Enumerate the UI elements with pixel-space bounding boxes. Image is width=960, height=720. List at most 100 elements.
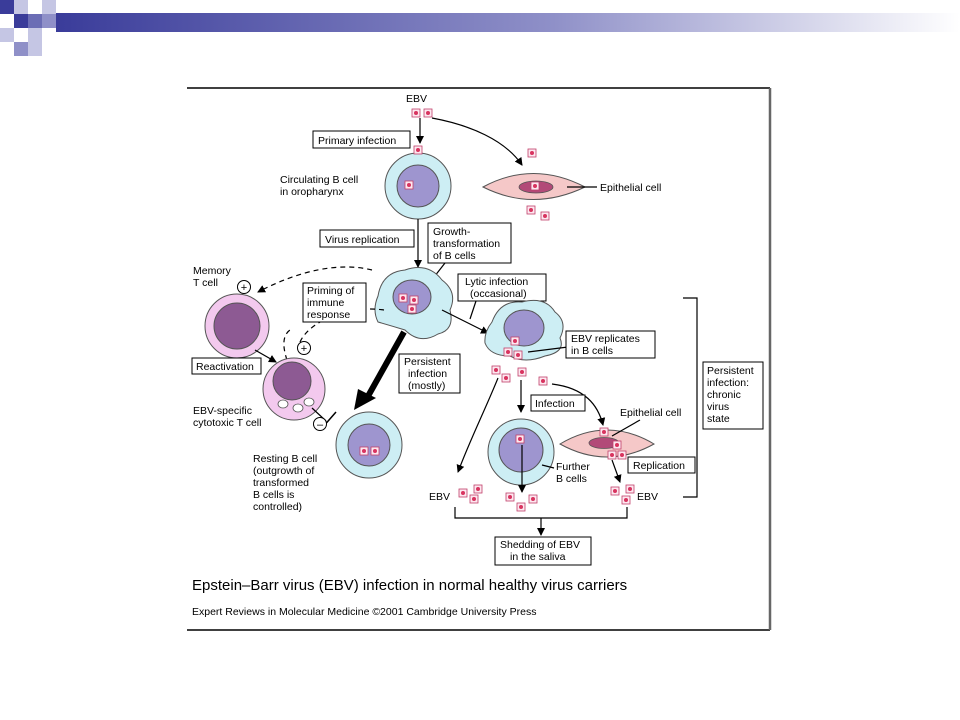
figure-caption-title: Epstein–Barr virus (EBV) infection in no… (192, 577, 627, 594)
virus-replication-box (319, 229, 415, 248)
ebv-virion-icon (527, 148, 537, 158)
priming-label-1: Priming of (307, 285, 354, 297)
ebv-virion-icon (607, 450, 617, 460)
persistent-label-1: Persistent (404, 356, 451, 368)
slide-header-bar (0, 0, 960, 56)
persistent-infection-box (398, 353, 461, 394)
ebv-virion-icon (501, 373, 511, 383)
shedding-box (494, 536, 592, 566)
ebv-virion-icon (612, 440, 622, 450)
minus-sign-icon: – (313, 417, 327, 431)
arrow-to-epithelial (431, 117, 523, 166)
ebv-virion-icon (404, 180, 414, 190)
cytotoxic-label-1: EBV-specific (193, 405, 252, 417)
priming-label-2: immune (307, 297, 345, 309)
reactivation-label: Reactivation (196, 361, 254, 373)
ebv-virion-icon (473, 484, 483, 494)
header-squares-decoration (0, 0, 56, 56)
arrow-reactivation (254, 349, 277, 363)
header-gradient-band (56, 13, 960, 32)
ebv-virion-icon (423, 108, 433, 118)
infection-label: Infection (535, 398, 575, 410)
lytic-label-2: (occasional) (470, 288, 527, 300)
arrow-to-epithelial-lower (551, 383, 606, 426)
replicates-label-1: EBV replicates (571, 333, 640, 345)
resting-label-5: controlled) (253, 501, 302, 513)
ebv-virion-icon (469, 494, 479, 504)
further-pointer (541, 464, 555, 469)
chronic-label-2: infection: (707, 377, 749, 389)
priming-dashed-line-cytotoxic (299, 308, 385, 343)
shedding-bracket (454, 507, 628, 519)
priming-box (302, 282, 367, 323)
priming-dashed-arrow-2 (283, 329, 291, 361)
memory-t-cell-label-1: Memory (193, 265, 232, 277)
memory-t-cell-label-2: T cell (193, 277, 218, 289)
resting-b-cell-icon (335, 411, 403, 479)
persistent-label-3: (mostly) (408, 380, 445, 392)
plus-sign-icon: + (237, 280, 251, 294)
ebv-virion-icon (621, 495, 631, 505)
ebv-virion-icon (599, 427, 609, 437)
replicates-label-2: in B cells (571, 345, 613, 357)
primary-infection-label: Primary infection (318, 135, 396, 147)
ebv-replicates-box (565, 330, 656, 359)
ebv-virion-icon (528, 494, 538, 504)
ebv-virion-icon (370, 446, 380, 456)
reactivation-box (191, 357, 262, 375)
persistent-label-2: infection (408, 368, 447, 380)
ebv-virion-icon (538, 376, 548, 386)
figure-frame (187, 87, 772, 631)
ebv-virion-icon (398, 293, 408, 303)
figure-caption-source: Expert Reviews in Molecular Medicine ©20… (192, 606, 536, 618)
ebv-virion-icon (526, 205, 536, 215)
ebv-virion-icon (513, 350, 523, 360)
ebv-virion-icon (359, 446, 369, 456)
lytic-label-1: Lytic infection (465, 276, 528, 288)
cytotoxic-t-cell-icon (262, 357, 326, 421)
growth-label-1: Growth- (433, 226, 471, 238)
infection-box (530, 394, 586, 412)
resting-label-3: transformed (253, 477, 309, 489)
b-cell-icon (384, 152, 452, 220)
chronic-label-1: Persistent (707, 365, 754, 377)
ebv-virion-icon (625, 484, 635, 494)
persistent-thick-arrowhead (354, 389, 376, 410)
arrow-epithelial-down (611, 459, 622, 483)
shedding-label-2: in the saliva (510, 551, 566, 563)
shedding-label-1: Shedding of EBV (500, 539, 580, 551)
further-b-cell-icon (487, 418, 555, 486)
ebv-virion-icon (491, 365, 501, 375)
growth-label-3: of B cells (433, 250, 476, 262)
svg-text:+: + (301, 343, 307, 355)
ebv-virion-icon (409, 295, 419, 305)
persistent-thick-arrow (364, 330, 407, 400)
ebv-virion-icon (516, 502, 526, 512)
lytic-infection-box (457, 273, 547, 302)
ebv-virion-icon (505, 492, 515, 502)
further-label-1: Further (556, 461, 590, 473)
chronic-state-box (702, 361, 764, 430)
chronic-label-3: chronic (707, 389, 741, 401)
ebv-virion-icon (517, 367, 527, 377)
replication-label: Replication (633, 460, 685, 472)
ebv-virion-icon (610, 486, 620, 496)
epithelial-lower-pointer (611, 419, 641, 437)
resting-label-2: (outgrowth of (253, 465, 314, 477)
epithelial-cell-lower-label: Epithelial cell (620, 407, 681, 419)
arrow-to-lytic-cell (441, 309, 489, 334)
growth-transformation-box (427, 222, 512, 264)
ebv-virion-icon (540, 211, 550, 221)
ebv-virion-icon (515, 434, 525, 444)
resting-label-1: Resting B cell (253, 453, 317, 465)
circulating-b-cell-label-1: Circulating B cell (280, 174, 358, 186)
chronic-state-bracket (683, 297, 698, 498)
ebv-right-label: EBV (637, 491, 658, 503)
chronic-label-5: state (707, 413, 730, 425)
replication-box (627, 456, 696, 474)
ebv-virion-icon (530, 181, 540, 191)
arrow-to-ebv-left (456, 377, 499, 473)
plus-sign-icon: + (297, 341, 311, 355)
svg-text:+: + (241, 282, 247, 294)
cytotoxic-label-2: cytotoxic T cell (193, 417, 261, 429)
